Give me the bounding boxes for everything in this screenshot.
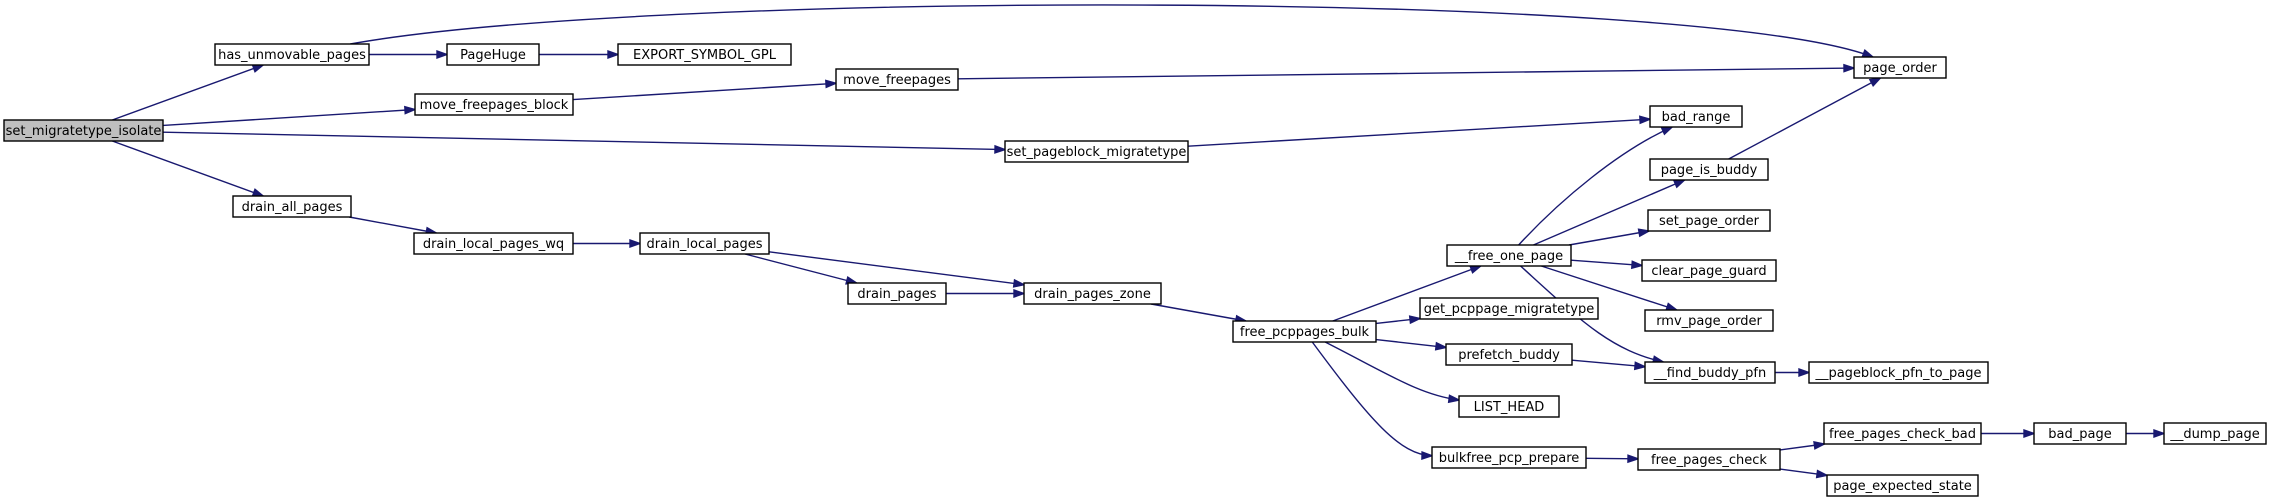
graph-edges — [112, 4, 2167, 479]
edge-drain_local_pages_wq-to-drain_local_pages — [573, 239, 643, 248]
node-label: __pageblock_pfn_to_page — [1814, 366, 1981, 381]
edge-has_unmovable_pages-to-PageHuge — [369, 50, 450, 59]
edge-page_is_buddy-to-page_order — [1728, 77, 1883, 160]
node-drain-pages-zone[interactable]: drain_pages_zone — [1023, 282, 1162, 305]
edge-set_migratetype_isolate-to-set_pageblock_migratetype — [162, 131, 1008, 154]
edge-free_pages_check-to-free_pages_check_bad — [1779, 440, 1827, 451]
edge-set_migratetype_isolate-to-drain_all_pages — [112, 140, 266, 197]
node-label: PageHuge — [460, 48, 526, 63]
node-label: __dump_page — [2169, 427, 2259, 442]
edge-__free_one_page-to-set_page_order — [1568, 228, 1652, 246]
node-page-order[interactable]: page_order — [1853, 56, 1947, 79]
node-label: set_pageblock_migratetype — [1007, 145, 1187, 160]
node-label: EXPORT_SYMBOL_GPL — [633, 48, 777, 63]
node-page-expected-state[interactable]: page_expected_state — [1826, 474, 1979, 497]
node-label: move_freepages — [843, 73, 951, 88]
edge-free_pcppages_bulk-to-bulkfree_pcp_prepare — [1311, 341, 1435, 460]
edge-drain_all_pages-to-drain_local_pages_wq — [349, 216, 439, 236]
node-page-is-buddy[interactable]: page_is_buddy — [1649, 158, 1769, 181]
node-bad-range[interactable]: bad_range — [1649, 105, 1743, 128]
node-find-buddy-pfn[interactable]: __find_buddy_pfn — [1644, 361, 1776, 384]
node-set-page-order[interactable]: set_page_order — [1647, 209, 1771, 232]
node-label: set_migratetype_isolate — [6, 124, 162, 139]
edge-drain_pages-to-drain_pages_zone — [946, 289, 1027, 298]
node-label: page_is_buddy — [1661, 163, 1758, 178]
node-label: get_pcppage_migratetype — [1424, 302, 1594, 317]
node-drain-local-pages[interactable]: drain_local_pages — [639, 232, 770, 255]
edge-free_pcppages_bulk-to-get_pcppage_migratetype — [1375, 315, 1423, 325]
edge-prefetch_buddy-to-__find_buddy_pfn — [1571, 359, 1648, 371]
node-label: page_order — [1863, 61, 1937, 76]
node-label: __free_one_page — [1454, 249, 1563, 264]
node-set-migratetype-isolate[interactable]: set_migratetype_isolate — [3, 119, 164, 142]
node-free-pcppages-bulk[interactable]: free_pcppages_bulk — [1232, 320, 1377, 343]
node-label: drain_pages_zone — [1034, 287, 1151, 302]
graph-nodes: set_migratetype_isolate has_unmovable_pag… — [3, 43, 2267, 497]
node-label: free_pages_check_bad — [1829, 427, 1976, 442]
node-label: drain_all_pages — [242, 200, 343, 215]
edge-set_migratetype_isolate-to-has_unmovable_pages — [112, 64, 266, 121]
node-free-pages-check-bad[interactable]: free_pages_check_bad — [1823, 422, 1982, 445]
edge-has_unmovable_pages-to-page_order — [350, 4, 1875, 58]
node-drain-local-pages-wq[interactable]: drain_local_pages_wq — [413, 232, 574, 255]
node-label: drain_local_pages — [647, 237, 763, 252]
edge-__free_one_page-to-clear_page_guard — [1570, 259, 1645, 270]
node-move-freepages[interactable]: move_freepages — [835, 68, 959, 91]
node-get-pcppage-migratetype[interactable]: get_pcppage_migratetype — [1419, 297, 1599, 320]
node-label: bad_range — [1662, 110, 1731, 125]
node-label: free_pcppages_bulk — [1240, 325, 1370, 340]
node-label: set_page_order — [1659, 214, 1760, 229]
node-label: __find_buddy_pfn — [1653, 366, 1766, 381]
node-LIST-HEAD[interactable]: LIST_HEAD — [1458, 395, 1560, 418]
node-free-one-page[interactable]: __free_one_page — [1446, 244, 1572, 267]
node-bulkfree-pcp-prepare[interactable]: bulkfree_pcp_prepare — [1431, 446, 1587, 469]
node-label: bulkfree_pcp_prepare — [1439, 451, 1580, 466]
node-clear-page-guard[interactable]: clear_page_guard — [1641, 259, 1777, 282]
edge-set_migratetype_isolate-to-move_freepages_block — [162, 105, 418, 127]
node-EXPORT-SYMBOL-GPL[interactable]: EXPORT_SYMBOL_GPL — [617, 43, 792, 66]
node-drain-pages[interactable]: drain_pages — [847, 282, 947, 305]
edge-bad_page-to-__dump_page — [2126, 429, 2167, 438]
edge-set_pageblock_migratetype-to-bad_range — [1187, 115, 1653, 147]
node-label: rmv_page_order — [1656, 314, 1762, 329]
node-label: free_pages_check — [1651, 453, 1767, 468]
node-pageblock-pfn-to-page[interactable]: __pageblock_pfn_to_page — [1808, 361, 1989, 384]
node-label: LIST_HEAD — [1474, 400, 1545, 415]
node-label: clear_page_guard — [1651, 264, 1766, 279]
edge-free_pcppages_bulk-to-prefetch_buddy — [1375, 338, 1449, 351]
node-drain-all-pages[interactable]: drain_all_pages — [232, 195, 352, 218]
edge-drain_pages_zone-to-free_pcppages_bulk — [1150, 303, 1249, 324]
node-label: drain_local_pages_wq — [423, 237, 564, 252]
node-PageHuge[interactable]: PageHuge — [446, 43, 540, 66]
node-label: has_unmovable_pages — [218, 48, 366, 63]
node-label: move_freepages_block — [420, 98, 569, 113]
node-label: drain_pages — [857, 287, 936, 302]
edge-move_freepages_block-to-move_freepages — [572, 79, 839, 101]
edge-drain_local_pages-to-drain_pages_zone — [768, 251, 1027, 288]
node-label: prefetch_buddy — [1458, 348, 1560, 363]
edge-free_pages_check_bad-to-bad_page — [1981, 429, 2037, 438]
edge-move_freepages-to-page_order — [957, 63, 1857, 80]
edge-free_pcppages_bulk-to-LIST_HEAD — [1324, 341, 1462, 404]
edge-bulkfree_pcp_prepare-to-free_pages_check — [1585, 454, 1641, 464]
node-rmv-page-order[interactable]: rmv_page_order — [1644, 309, 1774, 332]
edge-__free_one_page-to-page_is_buddy — [1533, 179, 1687, 246]
node-has-unmovable-pages[interactable]: has_unmovable_pages — [214, 43, 370, 66]
edge-__find_buddy_pfn-to-__pageblock_pfn_to_page — [1775, 368, 1812, 377]
edge-PageHuge-to-EXPORT_SYMBOL_GPL — [539, 50, 621, 59]
node-move-freepages-block[interactable]: move_freepages_block — [414, 93, 574, 116]
edge-free_pages_check-to-page_expected_state — [1779, 468, 1830, 479]
node-label: bad_page — [2048, 427, 2111, 442]
node-bad-page[interactable]: bad_page — [2033, 422, 2127, 445]
edge-drain_local_pages-to-drain_pages — [744, 253, 859, 285]
node-free-pages-check[interactable]: free_pages_check — [1637, 448, 1781, 471]
node-label: page_expected_state — [1833, 479, 1972, 494]
node-dump-page[interactable]: __dump_page — [2163, 422, 2267, 445]
node-prefetch-buddy[interactable]: prefetch_buddy — [1445, 343, 1573, 366]
node-set-pageblock-migratetype[interactable]: set_pageblock_migratetype — [1004, 140, 1189, 163]
